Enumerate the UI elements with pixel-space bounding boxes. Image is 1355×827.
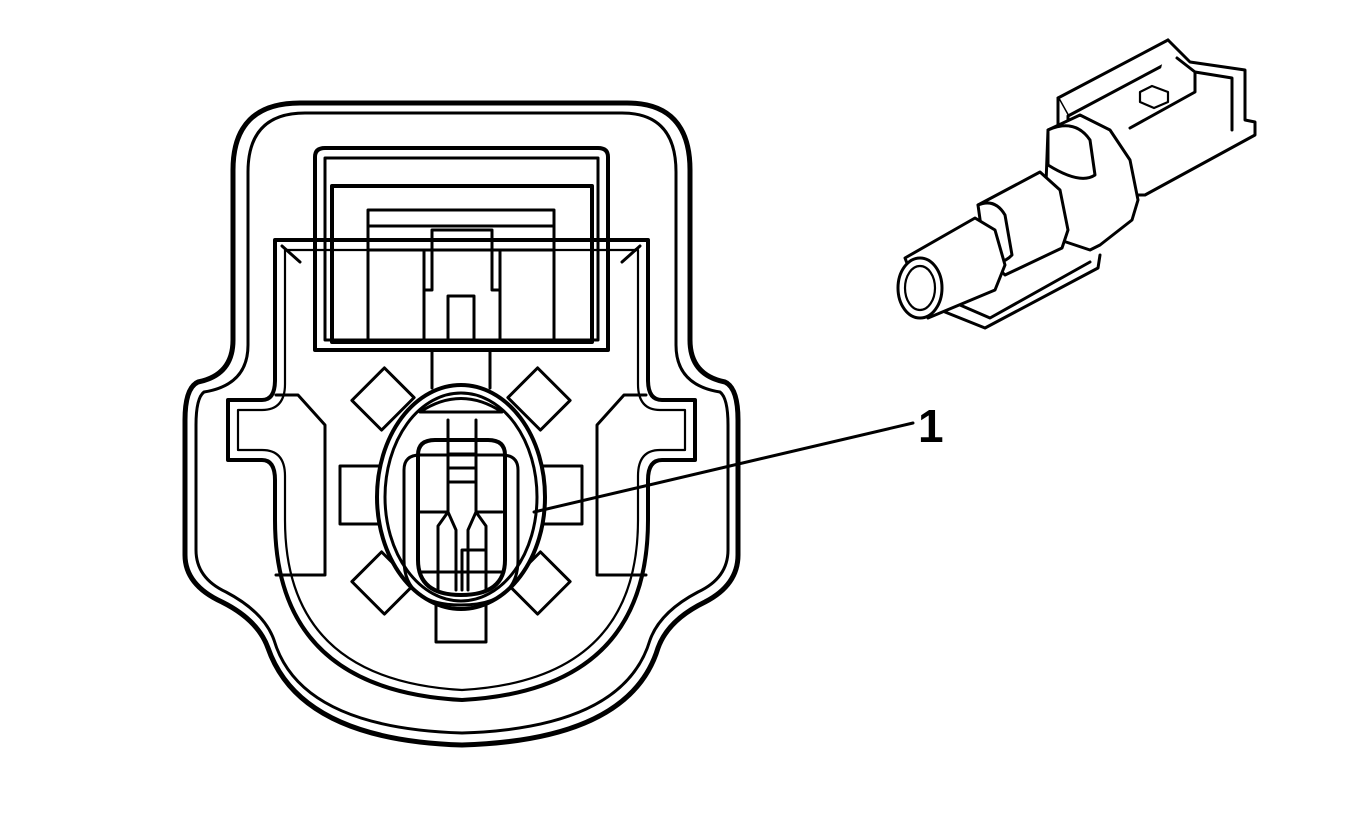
connector-side-view	[896, 38, 1257, 330]
connector-face-view	[182, 100, 741, 748]
callout-1-leader-line	[532, 421, 915, 514]
terminal-inner-window	[416, 438, 507, 597]
inner-recess	[226, 238, 697, 702]
left-lock-tab	[274, 393, 327, 577]
housing-inner	[194, 111, 730, 735]
terminal-blade	[418, 418, 504, 592]
latch-bar	[366, 208, 556, 252]
latch-frame-inner	[323, 156, 600, 342]
latch-frame-outer	[313, 146, 610, 352]
right-lock-tab	[595, 393, 648, 577]
terminal-cavity	[375, 383, 547, 611]
callout-1: 1	[532, 400, 944, 514]
callout-1-label: 1	[918, 400, 944, 452]
